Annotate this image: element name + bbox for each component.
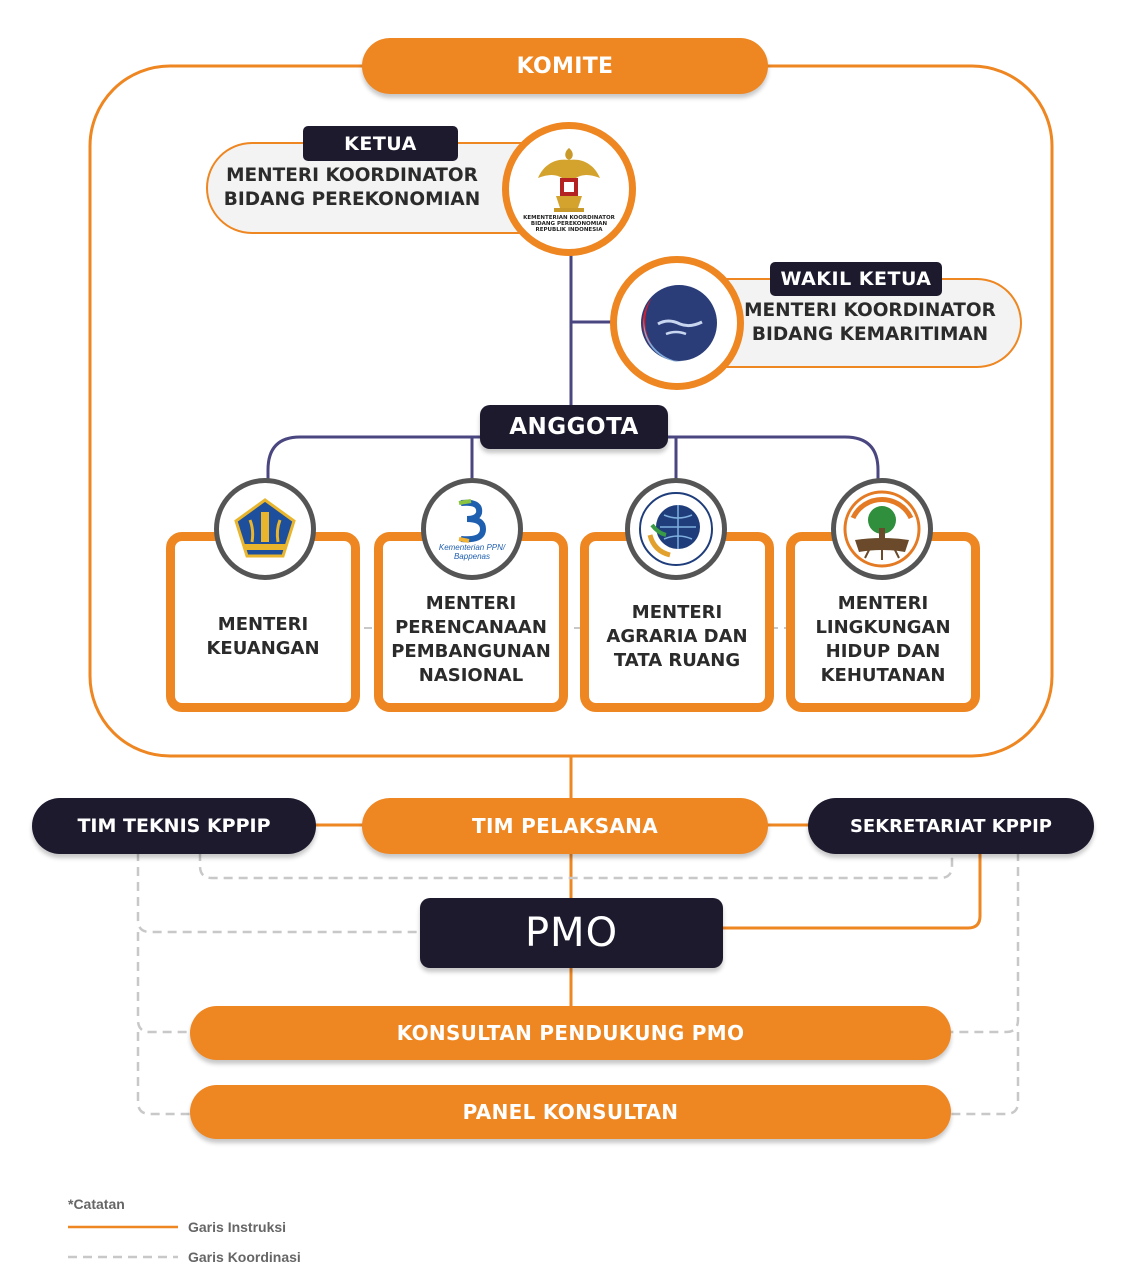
konsultan-pendukung-pill: KONSULTAN PENDUKUNG PMO [190,1006,951,1060]
member-card-atr: MENTERI AGRARIA DAN TATA RUANG [580,532,774,712]
komite-title: KOMITE [516,53,614,79]
member-klhk-line4: KEHUTANAN [820,665,946,686]
member-bappenas-line2: PERENCANAAN [395,617,547,638]
wakil-ketua-line2: BIDANG KEMARITIMAN [751,324,989,345]
legend-instruksi-text: Garis Instruksi [188,1219,287,1235]
ketua-logo-caption-2: BIDANG PEREKONOMIAN [530,221,608,227]
coord-dashed-inner [198,852,954,880]
tim-pelaksana-label: TIM PELAKSANA [472,814,658,838]
atr-bpn-logo-icon [625,478,727,580]
member-bappenas-line1: MENTERI [425,593,517,614]
member-atr-line3: TATA RUANG [613,650,741,671]
member-klhk-line2: LINGKUNGAN [815,617,951,638]
anggota-pill: ANGGOTA [480,405,668,449]
coord-dashed-teknis-pmo [136,852,420,934]
legend-note-text: *Catatan [68,1196,125,1212]
bappenas-logo-icon: Kementerian PPN/ Bappenas [421,478,523,580]
anggota-tree-left [266,435,480,480]
ketua-tag-label: KETUA [344,132,417,155]
member-keuangan-line1: MENTERI [217,614,309,635]
bappenas-logo-text-1: Kementerian PPN/ [438,543,506,552]
coord-dashed-teknis-panel [136,1032,190,1116]
member-klhk-line1: MENTERI [837,593,929,614]
legend-note: *Catatan [68,1196,125,1212]
member-atr-line1: MENTERI [631,602,723,623]
legend-instruksi: Garis Instruksi [188,1219,286,1235]
tim-teknis-pill: TIM TEKNIS KPPIP [32,798,316,854]
anggota-title: ANGGOTA [509,414,639,440]
ketua-logo-caption-1: KEMENTERIAN KOORDINATOR [523,215,615,221]
sekretariat-pill: SEKRETARIAT KPPIP [808,798,1094,854]
ketua-logo-caption: KEMENTERIAN KOORDINATOR BIDANG PEREKONOM… [509,215,629,233]
kemaritiman-globe-icon [641,285,717,363]
komite-pill: KOMITE [362,38,768,94]
pmo-box: PMO [420,898,723,968]
member-klhk-line3: HIDUP DAN [825,641,941,662]
tim-teknis-label: TIM TEKNIS KPPIP [77,815,271,837]
member-keuangan-line2: KEUANGAN [206,638,320,659]
coord-dashed-sekretariat-konsultan [950,852,1020,1034]
sekretariat-label: SEKRETARIAT KPPIP [849,815,1053,837]
klhk-logo-icon [831,478,933,580]
wakil-ketua-line1: MENTERI KOORDINATOR [744,300,996,321]
coord-dashed-teknis-konsultan [136,932,190,1034]
bappenas-logo-text-2: Bappenas [453,552,490,561]
anggota-tree-right [668,435,880,480]
ketua-logo-caption-3: REPUBLIK INDONESIA [535,227,603,233]
kemenkeu-logo-icon [214,478,316,580]
ketua-line2: BIDANG PEREKONOMIAN [223,189,481,210]
wakil-ketua-tag-label: WAKIL KETUA [780,268,932,290]
ketua-logo: KEMENTERIAN KOORDINATOR BIDANG PEREKONOM… [502,122,636,256]
legend-koordinasi-text: Garis Koordinasi [188,1249,301,1265]
wakil-ketua-logo [610,256,744,390]
member-atr-line2: AGRARIA DAN [606,626,748,647]
pmo-label: PMO [524,910,619,956]
wakil-ketua-tag: WAKIL KETUA [770,262,942,296]
tim-pelaksana-pill: TIM PELAKSANA [362,798,768,854]
ketua-tag: KETUA [303,126,458,161]
garuda-emblem-icon [538,148,600,212]
ketua-line1: MENTERI KOORDINATOR [226,165,478,186]
legend-koordinasi: Garis Koordinasi [188,1249,301,1265]
panel-konsultan-label: PANEL KONSULTAN [462,1100,679,1124]
member-bappenas-line3: PEMBANGUNAN [391,641,551,662]
panel-konsultan-pill: PANEL KONSULTAN [190,1085,951,1139]
sekretariat-to-pmo-line [722,852,982,930]
member-bappenas-line4: NASIONAL [418,665,524,686]
coord-dashed-sekretariat-panel [950,1032,1020,1116]
konsultan-pendukung-label: KONSULTAN PENDUKUNG PMO [396,1021,745,1045]
